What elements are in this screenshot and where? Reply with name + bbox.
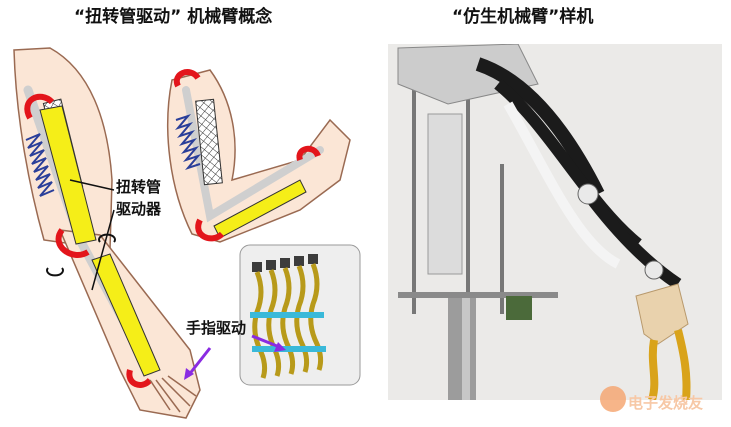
actuator-pointer-line-1	[69, 179, 115, 191]
straight-arm-spring	[25, 133, 55, 197]
arm-white-sleeve	[503, 101, 621, 269]
wrist-joint	[644, 260, 664, 280]
gripper-finger-1	[648, 339, 659, 400]
finger-drive-arrowhead-left	[184, 368, 194, 380]
clear-cylinder	[427, 113, 463, 275]
straight-arm-red-tie-2	[55, 228, 90, 258]
straight-arm-fingers	[149, 375, 197, 413]
finger-drive-blue-joints	[250, 312, 326, 352]
elbow-joint	[577, 183, 599, 205]
rotation-arrow-2	[46, 267, 64, 277]
arm-cable-forearm	[583, 190, 682, 289]
watermark-logo	[600, 386, 626, 412]
straight-arm-twisted-tube	[39, 105, 97, 245]
right-panel-title: “仿生机械臂”样机	[452, 7, 594, 27]
actuator-pointer-line-2	[91, 209, 115, 291]
finger-drive-label: 手指驱动	[186, 319, 247, 337]
bent-arm-red-tie-3	[296, 145, 321, 161]
straight-arm-red-tie-3	[126, 369, 153, 388]
gripper-hand	[635, 283, 689, 345]
frame-rod-2	[466, 64, 470, 294]
finger-drive-inset	[239, 244, 361, 386]
finger-drive-arrow-left	[186, 347, 212, 377]
bent-arm-mesh-tube	[195, 98, 223, 186]
finger-drive-tubes	[252, 263, 324, 379]
straight-arm-forearm-tube	[91, 253, 161, 377]
actuator-label-line2: 驱动器	[116, 200, 162, 218]
pedestal-pole-shade	[462, 298, 470, 400]
actuator-label-line1: 扭转管	[116, 178, 162, 196]
bent-arm-red-tie-1	[173, 69, 201, 88]
bent-arm-red-tie-2	[195, 218, 225, 242]
straight-arm-red-tie-1	[24, 93, 55, 120]
electronics-board	[506, 296, 532, 320]
concept-illustration	[13, 47, 361, 419]
prototype-photo	[388, 44, 722, 400]
arm-cable-upper	[475, 57, 605, 198]
watermark-text: 电子发烧友	[628, 394, 704, 412]
bent-arm-bone	[182, 86, 324, 223]
frame-rod-3	[500, 164, 504, 314]
finger-drive-top-caps	[252, 254, 318, 272]
gripper-finger-2	[674, 329, 691, 400]
base-plate	[398, 292, 558, 298]
left-panel-title: “扭转管驱动” 机械臂概念	[74, 7, 273, 27]
finger-drive-arrowhead-right	[274, 342, 286, 352]
frame-rod-1	[412, 74, 416, 314]
bent-arm-spring	[174, 113, 202, 171]
